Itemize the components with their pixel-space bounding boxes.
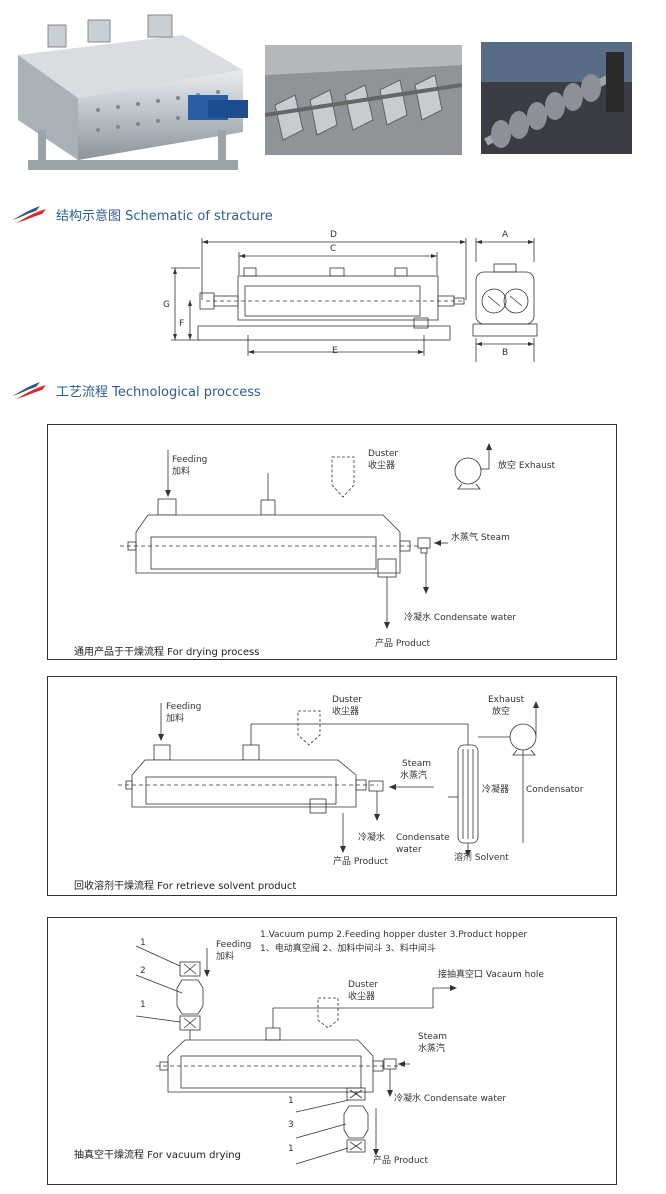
section-title-schematic: 结构示意图 Schematic of stracture <box>10 202 273 226</box>
condensate-en-label: Condensate <box>396 833 450 843</box>
feeding-cn-label: 加料 <box>216 952 235 962</box>
marker-1-bottom: 1 <box>288 1144 294 1154</box>
dim-e: E <box>332 346 338 356</box>
duster-cn-label: 收尘器 <box>368 461 396 471</box>
duster-cn-label: 收尘器 <box>332 707 360 717</box>
legend-cn: 1、电动真空阀 2、加料中间斗 3、料中间斗 <box>260 944 436 954</box>
dim-g: G <box>163 300 170 310</box>
steam-cn-label: 水蒸汽 <box>418 1044 446 1054</box>
marker-1-top: 1 <box>140 938 146 948</box>
marker-2: 2 <box>140 966 146 976</box>
retrieve-solvent-caption: 回收溶剂干燥流程 For retrieve solvent product <box>74 881 297 892</box>
condensator-cn-label: 冷凝器 <box>482 785 510 795</box>
marker-3: 3 <box>288 1120 294 1130</box>
vacuum-drying-caption: 抽真空干燥流程 For vacuum drying <box>74 1150 241 1161</box>
process-title: 工艺流程 Technological proccess <box>56 384 261 400</box>
steam-label: Steam <box>402 759 432 769</box>
solvent-label: 溶剂 Solvent <box>454 853 509 863</box>
schematic-drawing <box>0 0 666 380</box>
paddle-shaft-photo <box>481 42 632 154</box>
product-label: 产品 Product <box>373 1156 429 1166</box>
product-label: 产品 Product <box>375 639 431 649</box>
dim-a: A <box>502 230 509 240</box>
logo-icon <box>12 382 46 399</box>
exhaust-label: 放空 Exhaust <box>498 461 556 471</box>
drying-process-caption: 通用产品于干燥流程 For drying process <box>74 647 260 658</box>
feeding-cn-label: 加料 <box>172 467 191 477</box>
steam-cn-label: 水蒸汽 <box>400 771 428 781</box>
duster-label: Duster <box>368 449 399 459</box>
exhaust-cn-label: 放空 <box>492 707 511 717</box>
steam-label: Steam <box>418 1032 448 1042</box>
condensate-en2-label: water <box>396 845 422 855</box>
dim-f: F <box>179 319 185 329</box>
product-label: 产品 Product <box>333 857 389 867</box>
duster-cn-label: 收尘器 <box>348 992 376 1002</box>
dryer-machine-photo <box>8 10 253 182</box>
condensator-label: Condensator <box>526 785 584 795</box>
condensate-label: 冷凝水 Condensate water <box>394 1094 507 1104</box>
feeding-label: Feeding <box>172 455 208 465</box>
drying-process-diagram: Feeding 加料 Duster 收尘器 放空 Exhaust 水蒸气 Ste… <box>47 424 617 660</box>
dim-b: B <box>502 348 509 358</box>
duster-label: Duster <box>348 980 379 990</box>
feeding-label: Feeding <box>216 940 252 950</box>
dim-c: C <box>330 244 337 254</box>
marker-1-mid: 1 <box>140 1000 146 1010</box>
vacuum-hole-label: 接抽真空口 Vacaum hole <box>438 970 544 980</box>
condensate-cn-label: 冷凝水 <box>358 833 386 843</box>
feeding-cn-label: 加料 <box>166 714 185 724</box>
schematic-title: 结构示意图 Schematic of stracture <box>56 208 273 224</box>
duster-label: Duster <box>332 695 363 705</box>
retrieve-solvent-diagram: Feeding 加料 Duster 收尘器 Exhaust 放空 Steam 水… <box>47 676 617 896</box>
steam-label: 水蒸气 Steam <box>451 533 510 543</box>
vacuum-drying-diagram: 1.Vacuum pump 2.Feeding hopper duster 3.… <box>47 917 617 1185</box>
paddle-interior-photo <box>265 45 462 155</box>
section-title-process: 工艺流程 Technological proccess <box>10 378 261 402</box>
marker-1-low: 1 <box>288 1096 294 1106</box>
exhaust-label: Exhaust <box>488 695 525 705</box>
dim-d: D <box>330 230 337 240</box>
condensate-label: 冷凝水 Condensate water <box>404 613 517 623</box>
feeding-label: Feeding <box>166 702 202 712</box>
legend-en: 1.Vacuum pump 2.Feeding hopper duster 3.… <box>260 930 528 940</box>
logo-icon <box>12 206 46 223</box>
